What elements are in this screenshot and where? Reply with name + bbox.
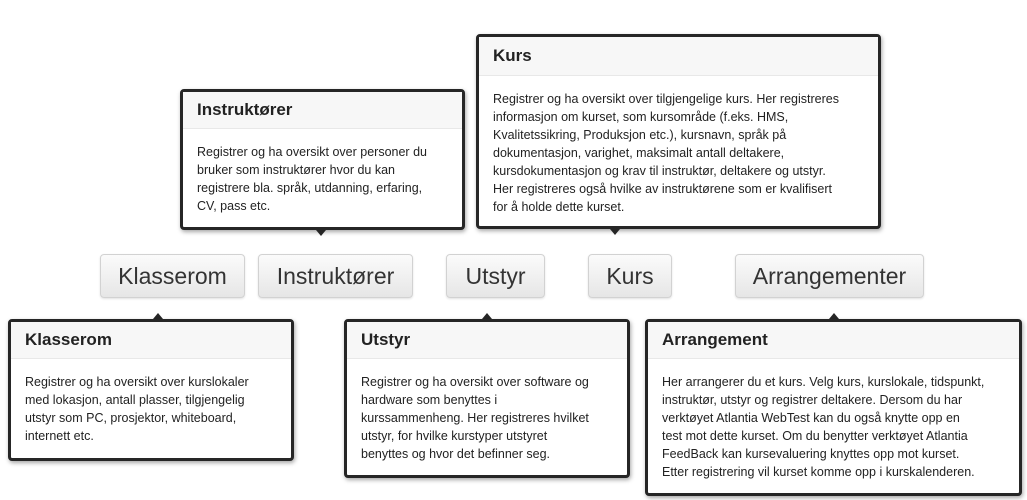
popover-text-line: bruker som instruktører hvor du kan bbox=[197, 163, 395, 177]
arrangementer-button-label: Arrangementer bbox=[752, 262, 907, 289]
popover-text-line: informasjon om kurset, som kursområde (f… bbox=[493, 110, 789, 124]
popover-title: Instruktører bbox=[197, 100, 293, 119]
instruktorer-button-label: Instruktører bbox=[276, 262, 395, 289]
popover-title: Utstyr bbox=[361, 330, 411, 349]
popover-text-line: dokumentasjon, varighet, maksimalt antal… bbox=[493, 146, 785, 160]
arrangementer-button[interactable]: Arrangementer bbox=[735, 254, 924, 298]
popover-body: Registrer og ha oversikt over personer d… bbox=[183, 129, 462, 215]
klasserom-popover: Klasserom Registrer og ha oversikt over … bbox=[8, 319, 294, 461]
popover-text-line: Kvalitetssikring, Produksjon etc.), kurs… bbox=[493, 128, 787, 142]
popover-body: Registrer og ha oversikt over software o… bbox=[347, 359, 627, 463]
popover-header: Utstyr bbox=[347, 322, 627, 359]
popover-text-line: test mot dette kurset. Om du benytter ve… bbox=[662, 429, 968, 443]
popover-title: Arrangement bbox=[662, 330, 768, 349]
kurs-button[interactable]: Kurs bbox=[588, 254, 672, 298]
popover-text-line: registrere bla. språk, utdanning, erfari… bbox=[197, 181, 423, 195]
popover-text-line: verktøyet Atlantia WebTest kan du også k… bbox=[662, 411, 960, 425]
popover-body: Her arrangerer du et kurs. Velg kurs, ku… bbox=[648, 359, 1019, 481]
popover-text-line: Her arrangerer du et kurs. Velg kurs, ku… bbox=[662, 375, 985, 389]
popover-arrow bbox=[153, 313, 163, 319]
popover-arrow bbox=[829, 313, 839, 319]
popover-text-line: Registrer og ha oversikt over personer d… bbox=[197, 145, 427, 159]
utstyr-button[interactable]: Utstyr bbox=[446, 254, 545, 298]
popover-text-line: hardware som benyttes i bbox=[361, 393, 498, 407]
klasserom-button[interactable]: Klasserom bbox=[100, 254, 245, 298]
kurs-button-label: Kurs bbox=[606, 262, 654, 289]
popover-text-line: utstyr som PC, prosjektor, whiteboard, bbox=[25, 411, 237, 425]
popover-arrow bbox=[316, 230, 326, 236]
popover-body: Registrer og ha oversikt over tilgjengel… bbox=[479, 76, 878, 216]
popover-body: Registrer og ha oversikt over kurslokale… bbox=[11, 359, 291, 445]
utstyr-button-label: Utstyr bbox=[465, 262, 526, 289]
instruktorer-button[interactable]: Instruktører bbox=[258, 254, 413, 298]
popover-text-line: Her registreres også hvilke av instruktø… bbox=[493, 182, 833, 196]
popover-title: Kurs bbox=[493, 46, 532, 65]
popover-text-line: instruktør, utstyr og registrer deltaker… bbox=[662, 393, 963, 407]
popover-header: Kurs bbox=[479, 37, 878, 76]
popover-text-line: Registrer og ha oversikt over kurslokale… bbox=[25, 375, 249, 389]
popover-text-line: benyttes og hvor det befinner seg. bbox=[361, 447, 551, 461]
popover-text-line: Etter registrering vil kurset komme opp … bbox=[662, 465, 975, 479]
popover-text-line: utstyr, for hvilke kurstyper utstyret bbox=[361, 429, 548, 443]
klasserom-button-label: Klasserom bbox=[118, 262, 227, 289]
popover-header: Klasserom bbox=[11, 322, 291, 359]
popover-text-line: for å holde dette kurset. bbox=[493, 200, 625, 214]
popover-text-line: kursdokumentasjon og krav til instruktør… bbox=[493, 164, 826, 178]
popover-text-line: med lokasjon, antall plasser, tilgjengel… bbox=[25, 393, 245, 407]
popover-text-line: kurssammenheng. Her registreres hvilket bbox=[361, 411, 589, 425]
popover-arrow bbox=[610, 229, 620, 235]
popover-text-line: FeedBack kan kursevaluering knyttes opp … bbox=[662, 447, 960, 461]
popover-text-line: Registrer og ha oversikt over software o… bbox=[361, 375, 589, 389]
popover-header: Instruktører bbox=[183, 92, 462, 129]
utstyr-popover: Utstyr Registrer og ha oversikt over sof… bbox=[344, 319, 630, 478]
popover-text-line: CV, pass etc. bbox=[197, 199, 271, 213]
popover-header: Arrangement bbox=[648, 322, 1019, 359]
instruktorer-popover: Instruktører Registrer og ha oversikt ov… bbox=[180, 89, 465, 230]
arrangement-popover: Arrangement Her arrangerer du et kurs. V… bbox=[645, 319, 1022, 496]
popover-text-line: internett etc. bbox=[25, 429, 94, 443]
popover-text-line: Registrer og ha oversikt over tilgjengel… bbox=[493, 92, 839, 106]
kurs-popover: Kurs Registrer og ha oversikt over tilgj… bbox=[476, 34, 881, 229]
popover-title: Klasserom bbox=[25, 330, 112, 349]
popover-arrow bbox=[482, 313, 492, 319]
